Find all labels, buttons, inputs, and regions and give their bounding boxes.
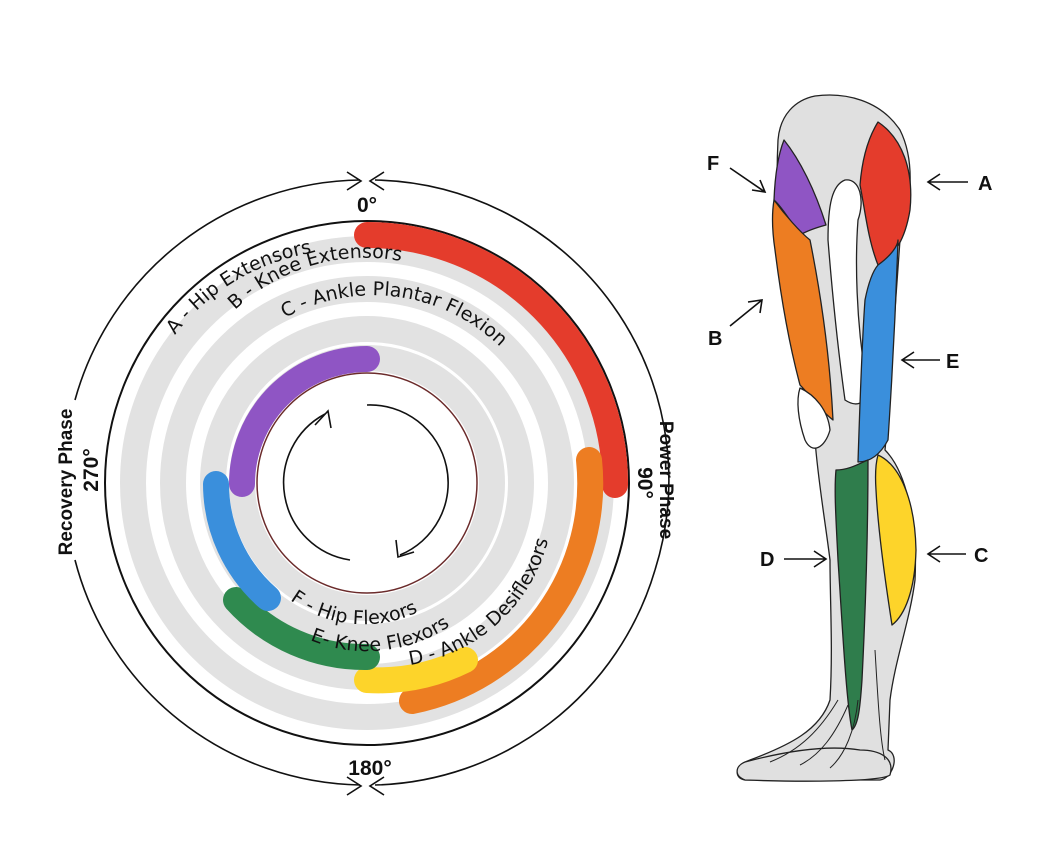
top-arrow-left bbox=[346, 171, 363, 191]
arrow-a bbox=[926, 173, 968, 191]
leg-label-e: E bbox=[946, 351, 959, 373]
outer-phase-arc-left bbox=[74, 179, 361, 401]
degree-270-label: 270° bbox=[80, 448, 103, 491]
muscle-d-shin bbox=[834, 459, 869, 731]
leg-label-c: C bbox=[974, 545, 988, 567]
foot bbox=[736, 747, 892, 782]
arrow-c bbox=[926, 545, 966, 563]
arrow-b bbox=[729, 299, 763, 327]
leg-label-a: A bbox=[978, 173, 992, 195]
top-arrow-right bbox=[368, 171, 385, 191]
cycle-wheel: A - Hip Extensors B - Knee Extensors C -… bbox=[56, 171, 676, 796]
power-phase-label: Power Phase bbox=[655, 421, 676, 539]
outer-phase-arc-bottom-left bbox=[74, 559, 361, 786]
rotation-arrow-right bbox=[366, 404, 449, 556]
rotation-arrowhead-right bbox=[395, 539, 415, 559]
degree-180-label: 180° bbox=[348, 757, 391, 780]
outer-phase-arc-bottom-right bbox=[374, 569, 656, 786]
leg-illustration bbox=[736, 94, 917, 782]
bottom-arrow-right bbox=[368, 776, 385, 796]
leg-label-f: F bbox=[707, 153, 719, 175]
arc-inner-purple bbox=[229, 346, 380, 497]
knee-cap bbox=[797, 387, 831, 449]
bottom-arrow-left bbox=[346, 776, 363, 796]
recovery-phase-label: Recovery Phase bbox=[56, 409, 77, 556]
leg-labels: F A B E D C bbox=[707, 153, 992, 571]
arrow-d bbox=[784, 550, 828, 568]
arrow-e bbox=[900, 351, 940, 369]
arc-knee-extensors bbox=[399, 447, 604, 714]
leg-label-d: D bbox=[760, 549, 774, 571]
muscle-e-knee-flexors bbox=[857, 239, 899, 463]
arc-hip-flexors bbox=[203, 471, 281, 611]
muscle-c-calf bbox=[874, 454, 917, 626]
arc-ankle-desiflexors bbox=[354, 647, 478, 694]
inner-ring bbox=[256, 372, 478, 594]
outer-phase-arc-right bbox=[374, 179, 670, 571]
arc-knee-flexors bbox=[223, 587, 380, 671]
leg-label-b: B bbox=[708, 328, 722, 350]
rotation-arrowhead-left bbox=[314, 409, 332, 429]
degree-0-label: 0° bbox=[357, 194, 377, 217]
main-wheel-circle bbox=[104, 220, 630, 746]
arc-hip-extensors bbox=[354, 222, 629, 498]
rotation-arrow-left bbox=[282, 413, 351, 561]
tendon-lines bbox=[769, 649, 886, 769]
degree-90-label: 90° bbox=[633, 467, 656, 499]
arrow-f bbox=[729, 167, 767, 194]
